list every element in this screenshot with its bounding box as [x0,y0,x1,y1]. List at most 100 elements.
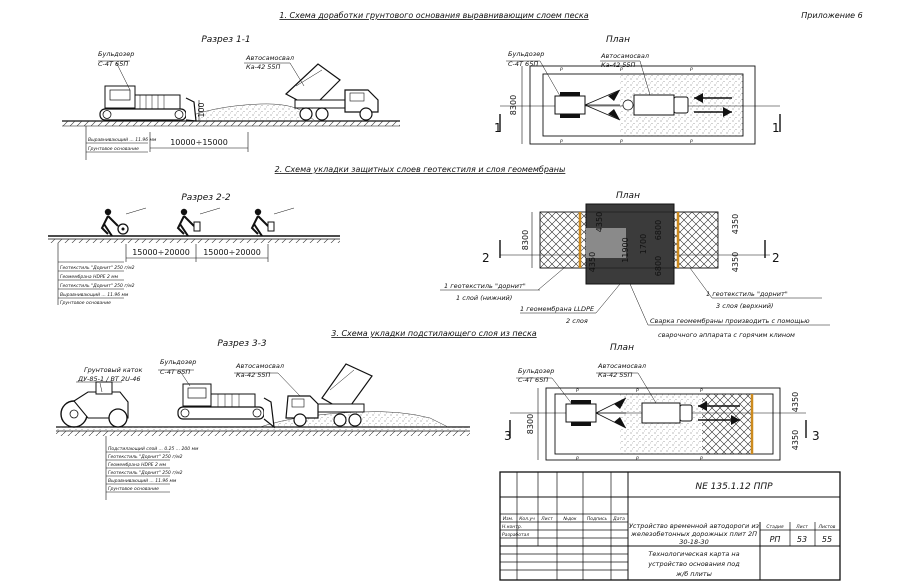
section-1-dim-height: 100 [197,102,206,117]
plan-1-bulldozer-label-line1: Бульдозер [508,50,544,58]
callout-geotextile-right-line2: 3 слоя (верхний) [716,302,773,310]
tb-stage-header: Стадия [766,524,784,530]
svg-text:Р: Р [620,67,623,73]
section-1-plan-dim: 8300 [509,95,518,115]
dump-truck-1-label-line1: Автосамосвал [245,54,294,62]
dump-truck-3-label-line2: Ка-42 55П [236,371,271,379]
tb-sheet-no: 53 [797,535,807,544]
plan-1-truck-label-line1: Автосамосвал [600,52,649,60]
section-1-dim-width: 10000÷15000 [170,138,228,147]
section-2-dim-1: 15000÷20000 [132,248,190,257]
bulldozer-3-label-line2: С-4Т 65П [160,368,190,376]
drawing-name-line1: Технологическая карта на [648,550,739,558]
section-1-width-dim: 10000÷15000 [149,132,249,152]
section-3: 3. Схема укладки подстилающего слоя из п… [56,329,820,500]
appendix-label: Приложение 6 [801,11,862,20]
section-1-legend: Выравнивающий ... 11.96 мм Грунтовое осн… [85,126,157,160]
callout-geotextile-right-line1: 1 геотекстиль "дорнит" [706,290,788,298]
plan-2-dim-4350-d: 4350 [731,252,740,272]
plan-3-bulldozer-label-line1: Бульдозер [518,367,554,375]
dump-truck-3-label-line1: Автосамосвал [235,362,284,370]
tb-header-kol: Кол.уч [519,516,535,522]
svg-text:Р: Р [636,388,639,394]
section-2-dims: 15000÷20000 15000÷20000 [125,244,269,262]
dump-truck-1-label: Автосамосвал Ка-42 55П [244,54,305,87]
svg-text:Р: Р [620,139,623,145]
section-3-legend-line6: Грунтовое основание [108,486,159,492]
bulldozer-3-label: Бульдозер С-4Т 65П [158,358,196,387]
tb-sheet-header: Лист [795,524,808,530]
section-1-title: 1. Схема доработки грунтового основания … [279,11,588,20]
section-1-cut-marker-right: 1 [772,121,780,135]
tb-stage: РП [770,535,781,544]
section-2-title: 2. Схема укладки защитных слоев геотекст… [275,165,566,174]
plan-2-dim-4350-c: 4350 [731,214,740,234]
title-block: NE 135.1.12 ППР Изм. Кол.уч Лист №док По… [499,471,841,581]
bulldozer-1-label: Бульдозер С-4Т 65П [98,50,134,91]
worker-2 [176,208,201,237]
section-2: 2. Схема укладки защитных слоев геотекст… [48,165,830,339]
plan-2-dim-6800-b: 6800 [654,256,663,276]
bulldozer-3-label-line1: Бульдозер [160,358,196,366]
svg-text:Р: Р [700,388,703,394]
callout-geomembrane-line1: 1 геомембрана LLDPE [520,305,595,313]
tb-sheets-header: Листов [818,524,836,530]
section-2-legend: Геотекстиль "Дорнит" 250 г/м2 Геомембран… [57,243,135,306]
worker-3 [250,208,275,237]
section-2-plan-title: План [616,191,640,201]
section-2-cut-title: Разрез 2-2 [181,193,231,203]
callout-welding-line1: Сварка геомембраны производить с помощью [650,317,810,325]
plan-3-dim-4350-a: 4350 [791,392,800,412]
plan-3-bulldozer-label-line2: С-4Т 65П [518,376,548,384]
svg-text:Р: Р [560,139,563,145]
plan-2-dim-11900: 11900 [621,237,630,262]
svg-text:Р: Р [690,67,693,73]
svg-text:Р: Р [690,139,693,145]
section-2-ground [48,235,340,243]
callout-welding-line2: сварочного аппарата с горячим клином [658,331,795,339]
section-3-plan: План Р Р Р Р Р Р 8300 4350 4350 3 3 [504,343,820,462]
section-1-legend-line1: Выравнивающий ... 11.96 мм [88,137,157,143]
section-3-legend-line1: Подстилающий слой ... 0.25 ... 200 мм [108,446,199,452]
section-3-plan-title: План [610,343,634,353]
dump-truck-1-label-line2: Ка-42 55П [246,63,281,71]
roller-label-line1: Грунтовый каток [84,366,143,374]
section-2-legend-line2: Геомембрана HDPE 2 мм [60,274,119,280]
bulldozer-1-label-line1: Бульдозер [98,50,134,58]
section-2-legend-line5: Грунтовое основание [60,300,111,306]
section-3-cut-title: Разрез 3-3 [217,339,267,349]
section-1-plan-title: План [606,35,630,45]
plan-1-bulldozer-label-line2: С-4Т 65П [508,60,538,68]
tb-header-list: Лист [540,516,553,522]
section-1-legend-line2: Грунтовое основание [88,146,139,152]
svg-text:Р: Р [636,456,639,462]
section-2-plan: План 8300 4350 4350 6800 11900 1700 6800… [440,191,830,339]
plan-2-dim-8300: 8300 [521,230,530,250]
section-1-plan: План Р Р Р Р Р Р 8300 1 1 [494,35,781,145]
section-1-cut-marker-left: 1 [494,121,502,135]
plan-2-dim-4350-a: 4350 [595,212,604,232]
svg-text:Р: Р [560,67,563,73]
bulldozer-3 [177,383,275,429]
plan-1-truck-label-line2: Ка-42 55П [601,61,636,69]
section-3-legend-line5: Выравнивающий ... 11.96 мм [108,478,177,484]
plan-3-dim-4350-b: 4350 [791,430,800,450]
svg-text:Р: Р [576,456,579,462]
tb-header-izm: Изм. [503,516,514,522]
callout-geotextile-left-line1: 1 геотекстиль "дорнит" [444,282,526,290]
section-3-legend-line3: Геомембрана HDPE 2 мм [108,462,167,468]
roller-3 [60,381,129,428]
drawing-name-line3: ж/б плиты [675,570,712,578]
roller-label-line2: ДУ-85-1 / ВТ 2U-46 [77,375,140,383]
section-3-cut-marker-right: 3 [812,429,820,443]
dump-truck-3-label: Автосамосвал Ка-42 55П [234,362,301,397]
plan-3-truck-label-line2: Ка-42 55П [598,371,633,379]
project-name-line3: 30-18-30 [679,538,709,546]
roller-3-label: Грунтовый каток ДУ-85-1 / ВТ 2U-46 [76,366,143,393]
section-3-title: 3. Схема укладки подстилающего слоя из п… [331,329,536,338]
project-name-line2: железобетонных дорожных плит 2П [630,530,757,538]
section-2-legend-line4: Выравнивающий ... 11.96 мм [60,292,129,298]
tb-header-sign: Подпись [587,516,608,522]
tb-header-ndoc: №док [562,516,577,522]
